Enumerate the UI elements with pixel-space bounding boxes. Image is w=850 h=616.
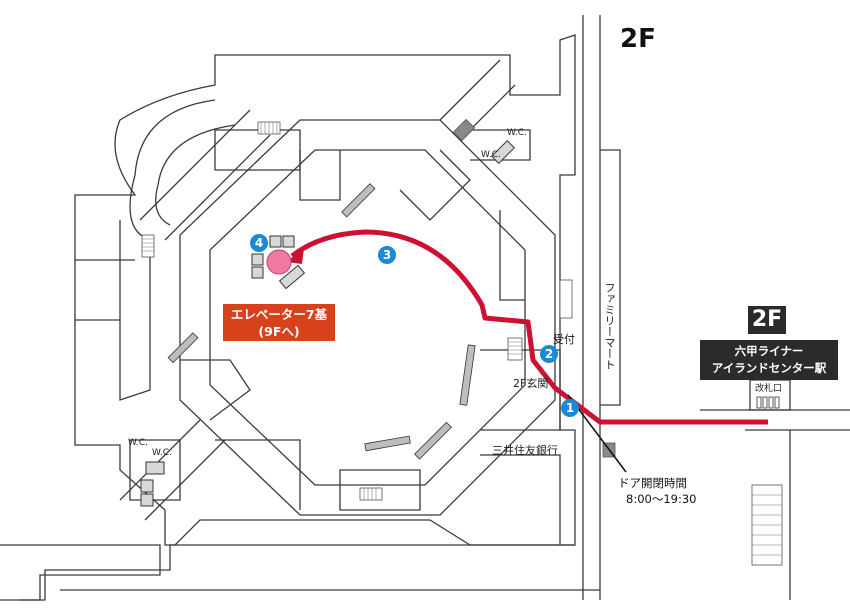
room	[129, 439, 181, 501]
room	[299, 150, 341, 201]
left-wing	[119, 220, 151, 401]
elevator-label-line-1: エレベーター7基	[230, 307, 328, 322]
left-wing	[155, 124, 236, 226]
route-line	[290, 229, 768, 425]
corridor	[439, 59, 516, 141]
escalator-icon	[167, 183, 476, 460]
corridor-wall	[600, 149, 621, 406]
door-hours-note: ドア開閉時間 8:00〜19:30	[618, 475, 696, 507]
outer-wall	[0, 544, 161, 601]
door-hours-title: ドア開閉時間	[618, 476, 687, 490]
ticket-gate-label: 改札口	[755, 384, 783, 394]
door-hours-time: 8:00〜19:30	[626, 492, 697, 506]
elevator-icon	[140, 139, 516, 507]
floor-title: 2F	[620, 24, 656, 54]
room	[499, 210, 525, 301]
room	[339, 469, 421, 511]
room	[214, 129, 301, 171]
corridor	[119, 419, 226, 521]
route-marker-3: 3	[378, 246, 396, 264]
station-floor-badge: 2F	[748, 306, 786, 334]
wc-label: W.C.	[128, 438, 148, 448]
wc-label: W.C.	[507, 128, 527, 138]
bank-label: 三井住友銀行	[492, 444, 558, 457]
station-line-2: アイランドセンター駅	[711, 361, 827, 375]
wc-label: W.C.	[152, 448, 172, 458]
ring-outer	[179, 119, 556, 516]
outer-wall	[20, 544, 575, 601]
route-marker-1: 1	[561, 399, 579, 417]
room	[180, 359, 251, 421]
room	[75, 259, 135, 321]
room	[215, 439, 301, 510]
reception-label: 受付	[553, 333, 575, 346]
station-label: 六甲ライナー アイランドセンター駅	[700, 340, 838, 380]
ticket-gate-icon	[756, 396, 780, 409]
station-line-1: 六甲ライナー	[734, 344, 804, 358]
room	[480, 454, 561, 545]
room	[399, 149, 471, 221]
corridor	[139, 109, 271, 241]
entrance-label: 2F玄関	[513, 377, 549, 390]
route-marker-2: 2	[540, 345, 558, 363]
ring-inner	[209, 149, 526, 486]
elevator-target-circle	[266, 249, 292, 275]
left-wing	[129, 99, 216, 241]
elevator-label: エレベーター7基 (9Fへ)	[223, 304, 335, 341]
elevator-label-line-2: (9Fへ)	[258, 324, 300, 339]
route-marker-4: 4	[250, 234, 268, 252]
store-label: ファミリーマート	[603, 282, 616, 370]
wc-label: W.C.	[481, 150, 501, 160]
